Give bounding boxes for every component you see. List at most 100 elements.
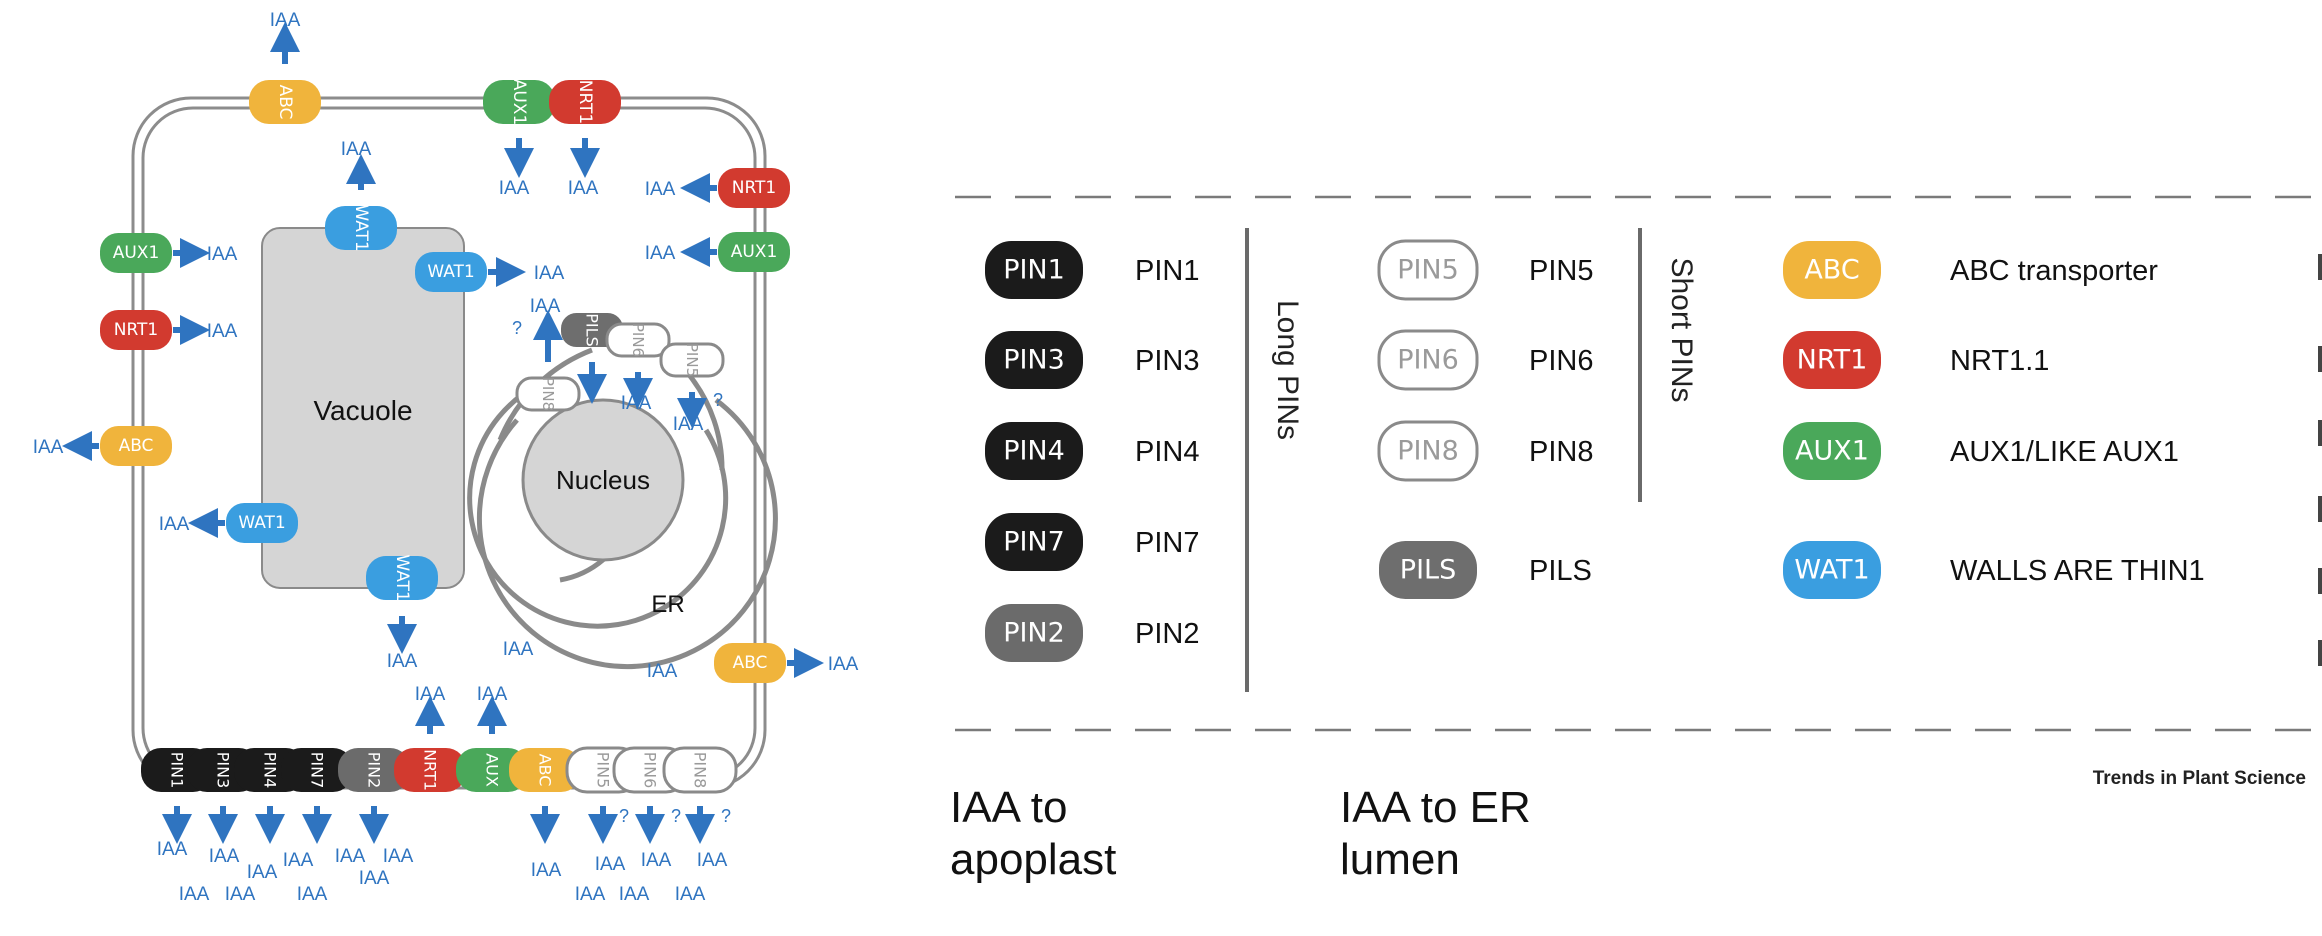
legend-abc-chip: ABC <box>1783 241 1881 299</box>
er-pin8-chip-label: PIN8 <box>539 377 557 411</box>
unknown-direction-mark: ? <box>619 806 629 826</box>
bottom-iaa-13: IAA <box>697 850 728 871</box>
top-aux1-chip-label: AUX1 <box>509 79 529 126</box>
legend-long-pin7-chip: PIN7 <box>985 513 1083 571</box>
er-pin5-chip: PIN5 <box>659 342 725 378</box>
legend-long-pin7-chip-shape <box>985 513 1083 571</box>
vacuole-wat1-bottom-chip: WAT1 <box>366 554 438 602</box>
left-aux1-chip-label: AUX1 <box>113 243 160 263</box>
annotation-apoplast-line2: apoplast <box>950 835 1117 884</box>
vacuole-wat1-mid-chip-label: WAT1 <box>427 262 474 282</box>
bottom-iaa-11: IAA <box>595 854 626 875</box>
bottom-nrt1-5-chip-label: NRT1 <box>421 749 440 791</box>
bottom-pin5-8-chip-label: PIN5 <box>594 752 613 789</box>
legend-abc-label: ABC transporter <box>1950 255 2158 287</box>
top-nrt1-iaa: IAA <box>568 178 599 199</box>
vacuole-wat1-left-chip-shape <box>226 503 298 543</box>
annotation-er-lumen: IAA to ER lumen <box>1340 782 1531 886</box>
annotation-er-lumen-line2: lumen <box>1340 835 1460 884</box>
legend-short-pin6-chip: PIN6 <box>1377 329 1479 391</box>
vacuole-wat1-top-chip: WAT1 <box>325 204 397 252</box>
bottom-iaa-10: IAA <box>531 860 562 881</box>
legend-pils-chip-label: PILS <box>1400 555 1456 586</box>
vacuole-wat1-left-chip-label: WAT1 <box>238 513 285 533</box>
right-nrt1-chip: NRT1 <box>718 168 790 208</box>
right-aux1-chip-label: AUX1 <box>731 242 778 262</box>
bottom-nrt1-5-chip-shape <box>394 748 466 792</box>
legend-wat1-label: WALLS ARE THIN1 <box>1950 555 2205 587</box>
left-aux1-chip-shape <box>100 233 172 273</box>
legend-long-pin1-chip-shape <box>985 241 1083 299</box>
legend-long-pin2-chip: PIN2 <box>985 604 1083 662</box>
legend-aux1-chip-shape <box>1783 422 1881 480</box>
left-nrt1-chip: NRT1 <box>100 310 172 350</box>
legend-short-pin6-chip-label: PIN6 <box>1397 345 1459 376</box>
bottom-iaa-16: IAA <box>675 884 706 905</box>
bottom-iaa-3: IAA <box>283 850 314 871</box>
bottom-pin4-2-chip-label: PIN4 <box>261 752 280 789</box>
long-pins-label: Long PINs <box>1271 300 1304 440</box>
right-nrt1-iaa: IAA <box>645 179 676 200</box>
unknown-direction-mark: ? <box>512 318 522 338</box>
legend-pils-chip: PILS <box>1379 541 1477 599</box>
legend-long-pin4-label: PIN4 <box>1135 436 1199 468</box>
bottom-abc-7-chip-shape <box>509 748 581 792</box>
er-pin6-iaa: IAA <box>621 393 652 414</box>
bottom-pin2-4-chip-label: PIN2 <box>365 752 384 789</box>
legend-abc-chip-label: ABC <box>1804 255 1859 286</box>
vacuole-wat1-top-chip-label: WAT1 <box>351 204 371 251</box>
right-aux1-chip-shape <box>718 232 790 272</box>
vacuole-wat1-mid-chip: WAT1 <box>415 252 487 292</box>
er-pin5-chip-label: PIN5 <box>683 343 701 377</box>
top-abc-chip-shape <box>249 80 321 124</box>
legend-long-pin4-chip-shape <box>985 422 1083 480</box>
legend-nrt1-chip: NRT1 <box>1783 331 1881 389</box>
bottom-aux-6-chip-shape <box>456 748 528 792</box>
legend-long-pin7-label: PIN7 <box>1135 527 1199 559</box>
top-abc-chip: ABC <box>249 80 321 124</box>
bottom-pin7-3-chip-shape <box>281 748 353 792</box>
legend-short-pin6-label: PIN6 <box>1529 345 1593 377</box>
short-pins-label: Short PINs <box>1665 257 1698 402</box>
legend-long-pin3-label: PIN3 <box>1135 345 1199 377</box>
legend-wat1-chip-shape <box>1783 541 1881 599</box>
vacuole-wat1-top-chip-shape <box>325 206 397 250</box>
legend-long-pin4-chip: PIN4 <box>985 422 1083 480</box>
bottom-pin2-4-chip: PIN2 <box>338 748 410 792</box>
left-abc-chip-label: ABC <box>119 436 154 456</box>
right-abc-iaa: IAA <box>828 654 859 675</box>
bottom-iaa-2: IAA <box>247 862 278 883</box>
legend-short-pin5-chip: PIN5 <box>1377 239 1479 301</box>
left-aux1-chip: AUX1 <box>100 233 172 273</box>
vacuole-wat1-top-iaa: IAA <box>341 139 372 160</box>
er-label: ER <box>651 591 684 618</box>
legend-short-pin5-label: PIN5 <box>1529 255 1593 287</box>
bottom-iaa-12: IAA <box>641 850 672 871</box>
bottom-abc-7-chip: ABC <box>509 748 581 792</box>
legend-short-pin6-chip-shape <box>1377 329 1479 391</box>
er-pin5-chip-shape <box>659 342 725 378</box>
bottom-iaa-5: IAA <box>383 846 414 867</box>
legend-aux1-chip: AUX1 <box>1783 422 1881 480</box>
left-abc-chip-shape <box>100 426 172 466</box>
legend-long-pin2-chip-label: PIN2 <box>1003 618 1065 649</box>
legend-short-pin8-chip: PIN8 <box>1377 420 1479 482</box>
bottom-iaa-6: IAA <box>359 868 390 889</box>
legend-nrt1-label: NRT1.1 <box>1950 345 2049 377</box>
bottom-pin8-10-chip: PIN8 <box>662 746 738 794</box>
bottom-iaa-7: IAA <box>179 884 210 905</box>
right-aux1-chip: AUX1 <box>718 232 790 272</box>
left-aux1-iaa: IAA <box>207 244 238 265</box>
vacuole-wat1-bottom-iaa: IAA <box>387 651 418 672</box>
right-abc-chip-shape <box>714 643 786 683</box>
vacuole-wat1-left-iaa: IAA <box>159 514 190 535</box>
left-nrt1-iaa: IAA <box>207 321 238 342</box>
top-nrt1-chip: NRT1 <box>549 80 621 124</box>
bottom-pin8-10-chip-shape <box>662 746 738 794</box>
bottom-pin8-10-chip-label: PIN8 <box>691 752 710 789</box>
bottom-nrt1-iaa: IAA <box>415 684 446 705</box>
legend-abc-chip-shape <box>1783 241 1881 299</box>
legend-short-pin5-chip-shape <box>1377 239 1479 301</box>
